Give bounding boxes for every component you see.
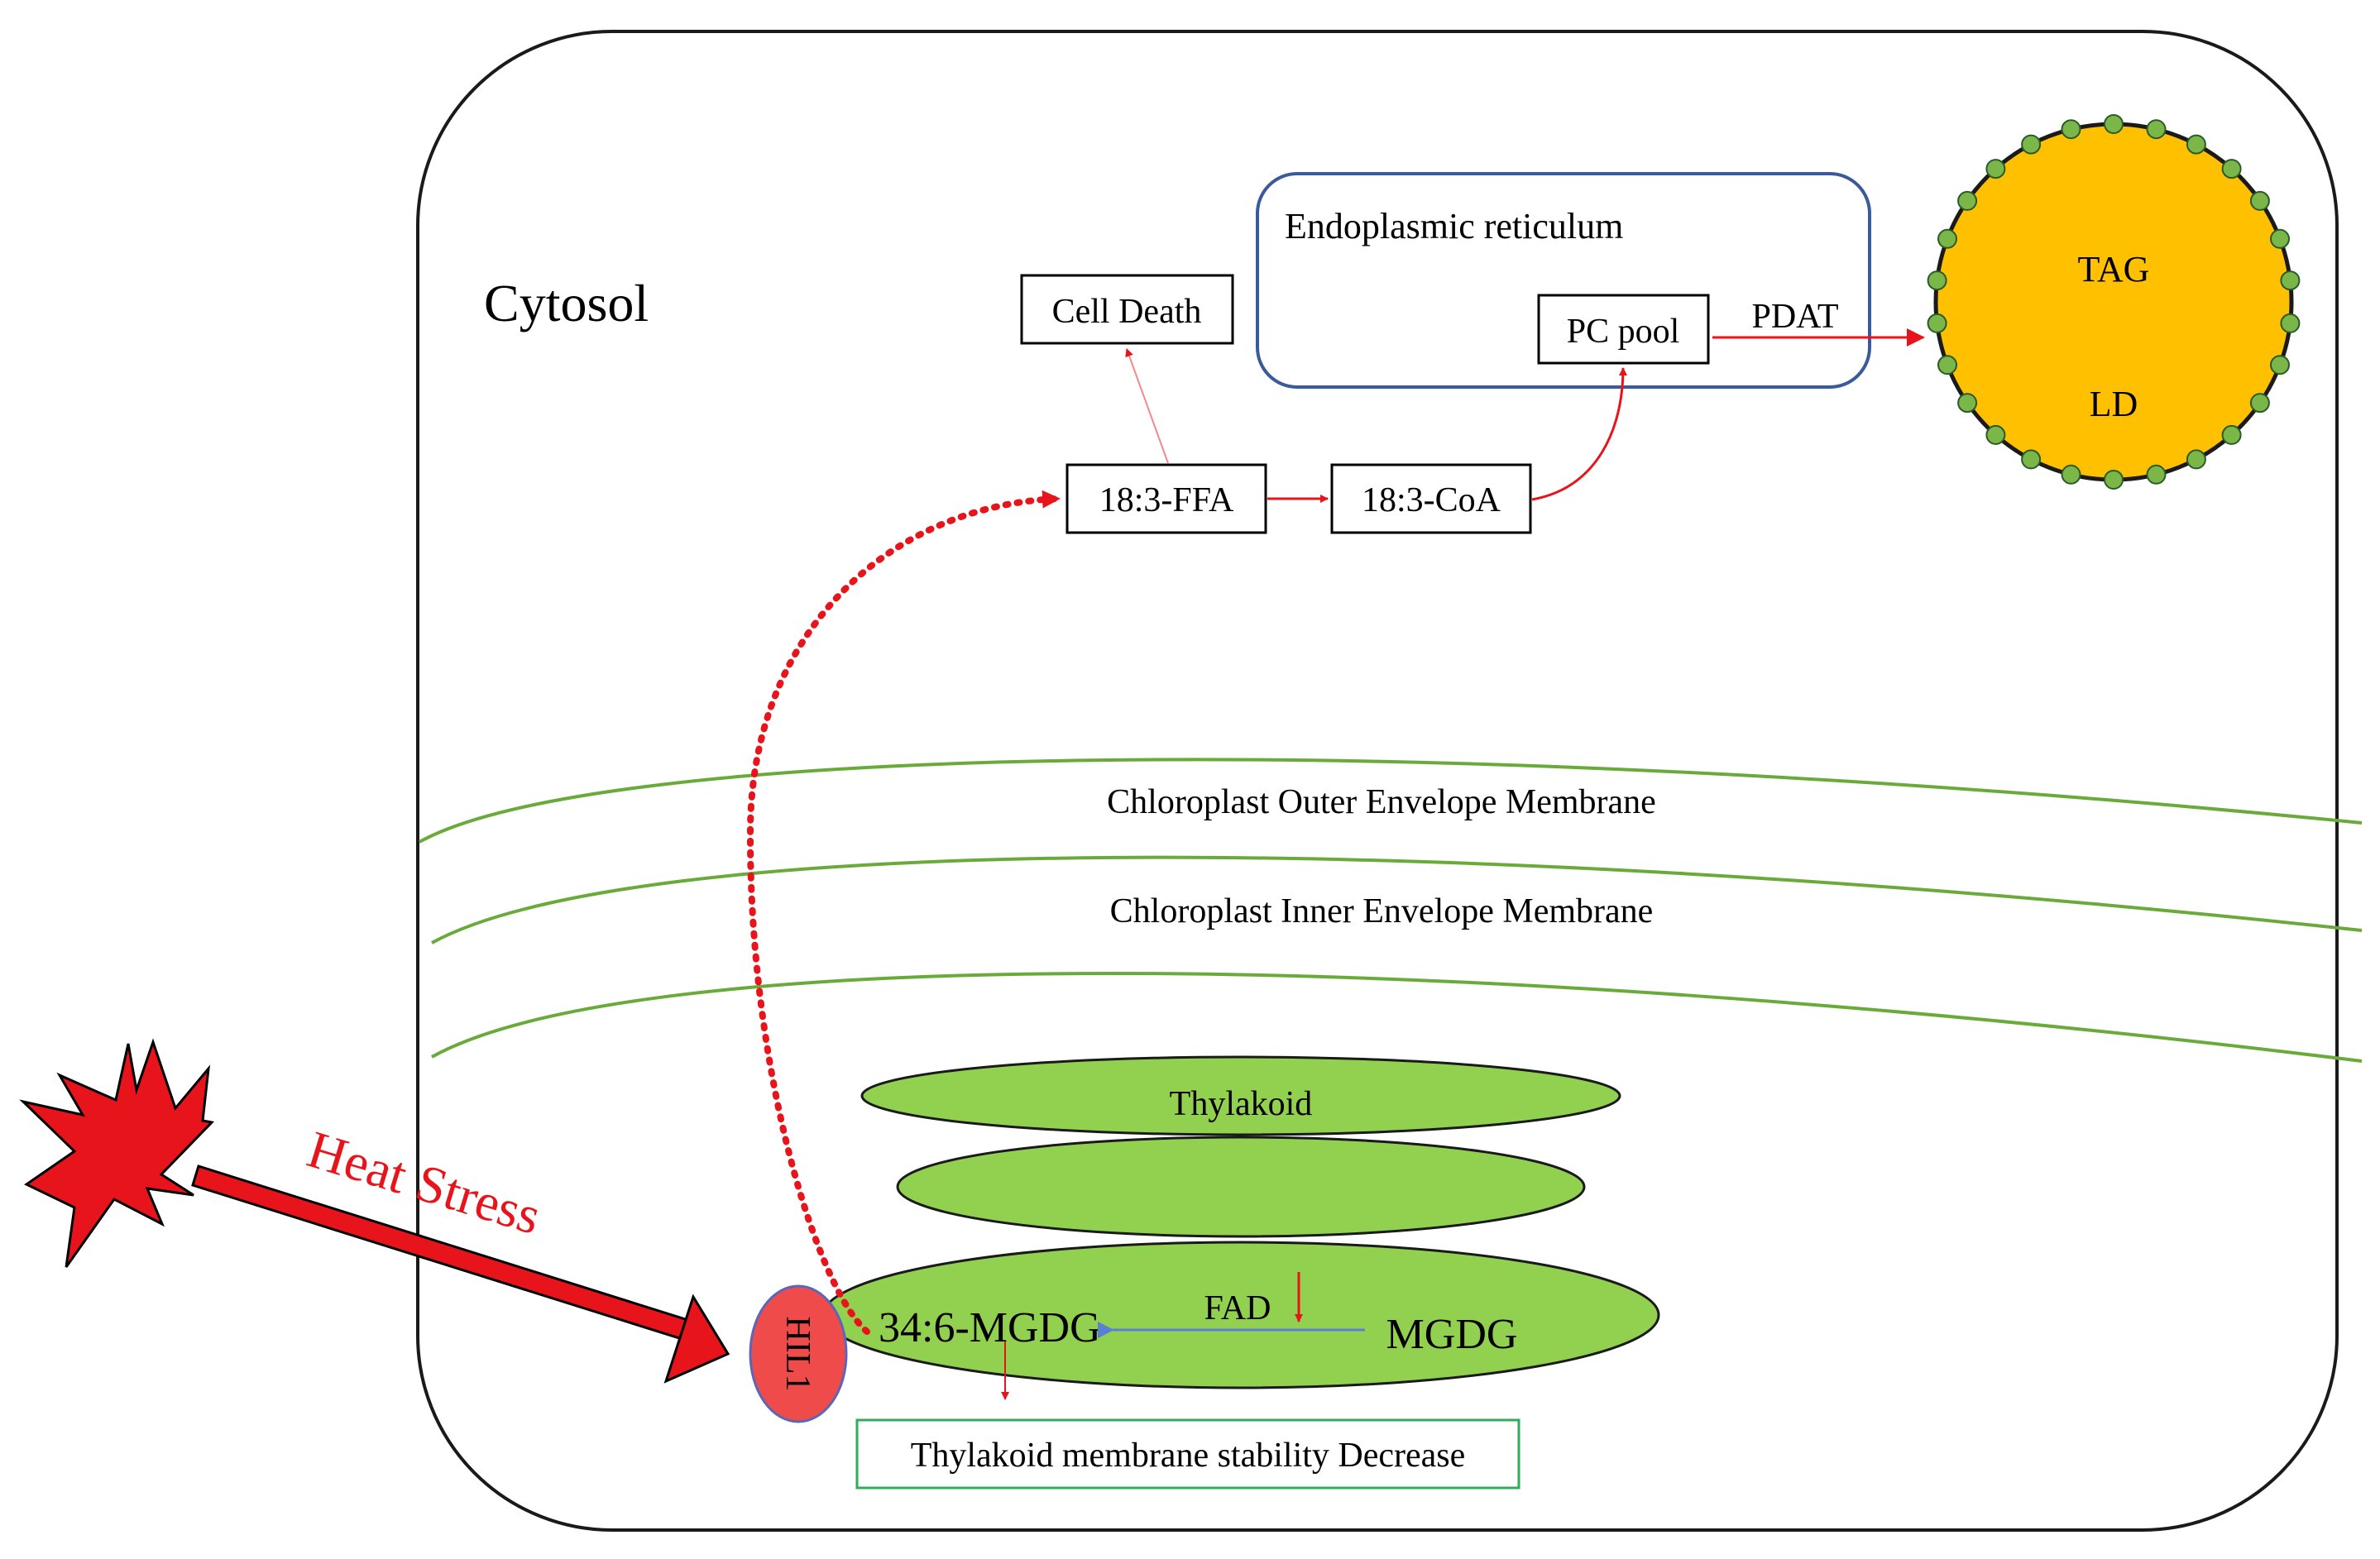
droplet-protein-dot — [2104, 470, 2124, 490]
ffa-box — [1065, 463, 1267, 534]
droplet-protein-dot — [2270, 355, 2290, 375]
er-label: Endoplasmic reticulum — [1285, 206, 1623, 246]
heat-stress-arrow — [191, 1164, 730, 1384]
droplet-protein-dot — [1957, 393, 1978, 414]
droplet-protein-dot — [2249, 190, 2270, 211]
stability-box — [855, 1418, 1520, 1490]
droplet-protein-dot — [2280, 313, 2301, 333]
hil1-label: HIL1 — [778, 1317, 816, 1392]
endoplasmic-reticulum — [1256, 172, 1871, 389]
stability-label: Thylakoid membrane stability Decrease — [911, 1437, 1466, 1475]
thylakoid-disc-middle — [896, 1136, 1586, 1238]
cell-death-label: Cell Death — [1052, 293, 1202, 331]
droplet-protein-dot — [2221, 424, 2242, 445]
heat-burst-icon — [19, 1038, 215, 1268]
droplet-protein-dot — [2146, 464, 2167, 485]
droplet-protein-dot — [1937, 228, 1957, 249]
hil1-to-ffa-dotted-arrow — [746, 490, 1062, 1335]
cell-death-box — [1020, 274, 1234, 345]
pc-pool-label: PC pool — [1567, 313, 1680, 351]
droplet-protein-dot — [2186, 134, 2206, 155]
droplet-protein-dot — [2221, 159, 2242, 179]
mgdg-label: MGDG — [1386, 1311, 1518, 1358]
droplet-protein-dot — [1937, 355, 1957, 375]
droplet-protein-dot — [1985, 159, 2006, 179]
hil1-enzyme — [749, 1284, 848, 1423]
chloroplast-inner-membrane-line-2 — [431, 972, 2363, 1063]
droplet-protein-dot — [1985, 424, 2006, 445]
thylakoid-label: Thylakoid — [1170, 1085, 1313, 1123]
droplet-protein-dot — [2280, 270, 2301, 291]
droplet-protein-dot — [2104, 114, 2124, 134]
droplet-protein-dot — [2061, 119, 2081, 140]
fad-label: FAD — [1204, 1289, 1271, 1327]
mgdg-346-label: 34:6-MGDG — [879, 1304, 1101, 1351]
pdat-label: PDAT — [1751, 298, 1838, 336]
droplet-protein-dot — [1927, 313, 1947, 333]
thylakoid-disc-top — [860, 1055, 1621, 1136]
ffa-to-cell-death-arrow — [1125, 348, 1169, 464]
droplet-protein-dot — [2021, 449, 2042, 470]
droplet-protein-dot — [2249, 393, 2270, 414]
droplet-protein-dot — [2021, 134, 2042, 155]
cytosol-label: Cytosol — [484, 274, 649, 332]
cell-boundary — [416, 30, 2339, 1532]
tag-label: TAG — [2078, 249, 2150, 289]
droplet-protein-dot — [2061, 464, 2081, 485]
lipid-droplet-proteins — [1927, 114, 2301, 490]
coa-box — [1330, 463, 1532, 534]
ffa-label: 18:3-FFA — [1099, 481, 1234, 519]
droplet-protein-dot — [1957, 190, 1978, 211]
droplet-protein-dot — [2146, 119, 2167, 140]
coa-to-pc-pool-arrow — [1531, 367, 1627, 501]
droplet-protein-dot — [1927, 270, 1947, 291]
ld-label: LD — [2090, 384, 2138, 424]
chloroplast-inner-membrane-line-1 — [431, 855, 2363, 944]
pc-pool-box — [1537, 294, 1710, 365]
droplet-protein-dot — [2186, 449, 2206, 470]
coa-label: 18:3-CoA — [1362, 481, 1501, 519]
lipid-droplet — [1927, 114, 2301, 490]
outer-membrane-label: Chloroplast Outer Envelope Membrane — [1107, 783, 1656, 821]
droplet-protein-dot — [2270, 228, 2290, 249]
inner-membrane-label: Chloroplast Inner Envelope Membrane — [1110, 892, 1654, 930]
chloroplast-outer-membrane-line — [419, 758, 2363, 844]
